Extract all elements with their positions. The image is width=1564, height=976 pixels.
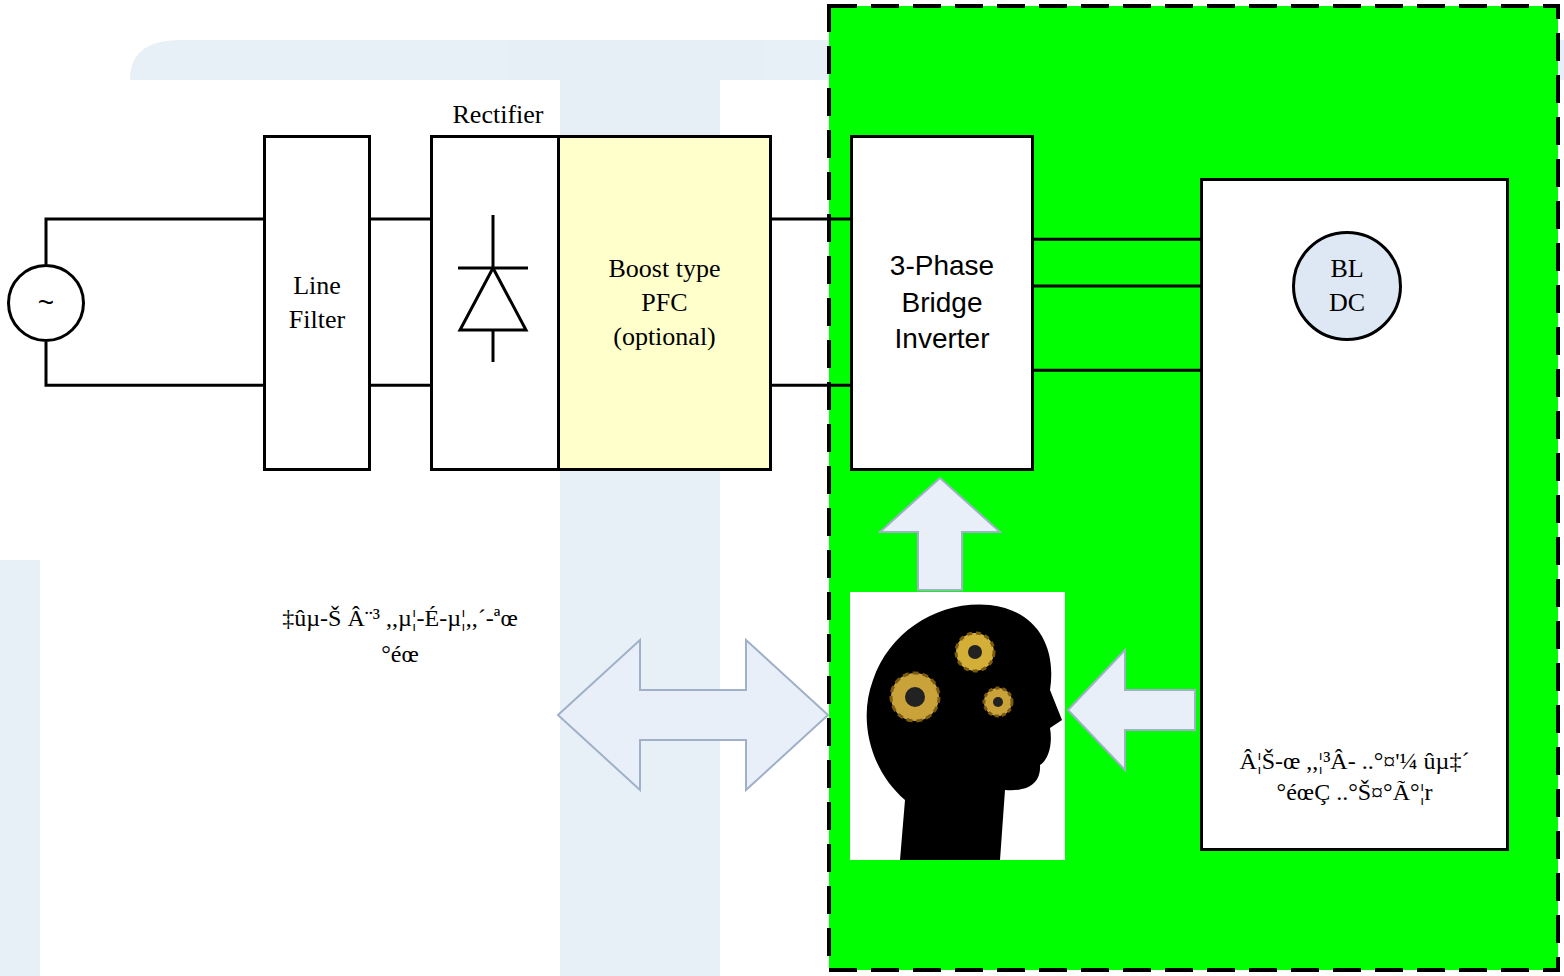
- ac-source: ~: [7, 264, 85, 342]
- side-note: ‡ûµ-Š Â¨³ ,,µ¦-É-µ¦,,´-ªœ °éœ: [270, 600, 530, 672]
- line-filter-box: Line Filter: [263, 135, 371, 471]
- pfc-box: Boost type PFC (optional): [557, 135, 772, 471]
- node-text: BL DC: [1317, 252, 1377, 320]
- rectifier-box: RectifierBoost type PFC (optional): [430, 135, 769, 471]
- green-region: [829, 6, 1558, 970]
- wire-connector: [772, 219, 850, 385]
- wire-connector: [371, 219, 430, 385]
- node-text: 3-Phase Bridge Inverter: [862, 248, 1022, 357]
- node-text: Line Filter: [277, 269, 357, 337]
- motor-panel: Â¦Š-œ ,,¦³Â- ..°¤'¼ ûµ‡´ °éœÇ ..°Š¤°Ã°¦r…: [1200, 178, 1509, 851]
- inverter-box: 3-Phase Bridge Inverter: [850, 135, 1034, 471]
- watermark: [0, 40, 1564, 976]
- node-heading: Rectifier: [433, 98, 563, 132]
- node-text: Â¦Š-œ ,,¦³Â- ..°¤'¼ ûµ‡´ °éœÇ ..°Š¤°Ã°¦r: [1215, 746, 1495, 808]
- node-text: Boost type PFC (optional): [597, 252, 732, 353]
- bldc-motor: BL DC: [1292, 231, 1402, 341]
- brain-illustration: [850, 592, 1065, 860]
- node-text: ~: [38, 285, 54, 321]
- block-arrow: [558, 478, 1195, 790]
